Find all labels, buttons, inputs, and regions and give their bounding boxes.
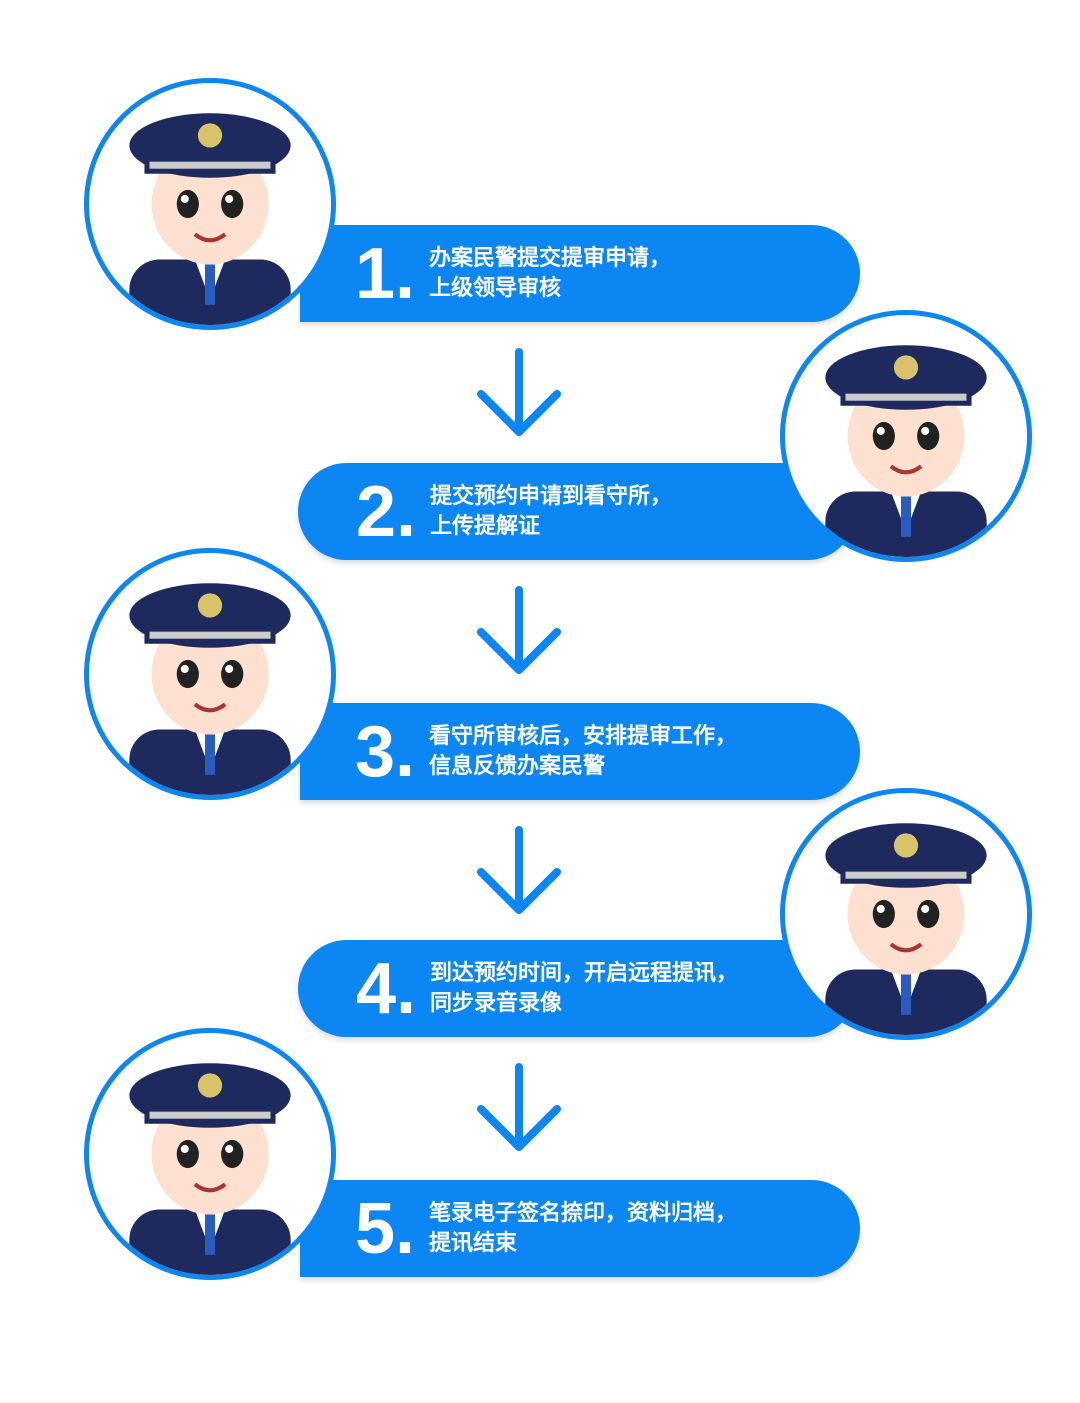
step-text: 提交预约申请到看守所， 上传提解证 bbox=[430, 482, 672, 542]
arrow-down-icon bbox=[477, 586, 561, 674]
police-officer-pointing-avatar bbox=[780, 788, 1032, 1040]
step-line-1: 笔录电子签名捺印，资料归档， bbox=[429, 1200, 738, 1226]
step-text: 办案民警提交提审申请， 上级领导审核 bbox=[429, 244, 671, 304]
step-line-1: 提交预约申请到看守所， bbox=[430, 483, 673, 509]
step-text: 看守所审核后，安排提审工作， 信息反馈办案民警 bbox=[429, 722, 737, 782]
step-line-1: 办案民警提交提审申请， bbox=[429, 245, 672, 271]
arrow-down-icon bbox=[477, 1063, 561, 1151]
step-line-1: 看守所审核后，安排提审工作， bbox=[429, 723, 738, 749]
step-number: 2. bbox=[356, 471, 417, 552]
police-officer-icon bbox=[825, 345, 987, 557]
police-officer-saluting-avatar bbox=[84, 78, 336, 330]
step-4-box: 4. 到达预约时间，开启远程提讯， 同步录音录像 bbox=[298, 940, 856, 1037]
step-line-2: 同步录音录像 bbox=[430, 990, 563, 1016]
step-line-1: 到达预约时间，开启远程提讯， bbox=[430, 960, 739, 986]
police-officer-icon bbox=[129, 583, 291, 795]
step-number: 5. bbox=[355, 1188, 416, 1269]
step-3-box: 3. 看守所审核后，安排提审工作， 信息反馈办案民警 bbox=[300, 703, 860, 800]
step-number: 4. bbox=[356, 948, 417, 1029]
step-number: 1. bbox=[355, 233, 416, 314]
arrow-down-icon bbox=[477, 348, 561, 436]
step-line-2: 上级领导审核 bbox=[429, 275, 562, 301]
police-officer-icon bbox=[129, 113, 291, 325]
step-line-2: 信息反馈办案民警 bbox=[429, 753, 606, 779]
step-1-box: 1. 办案民警提交提审申请， 上级领导审核 bbox=[300, 225, 860, 322]
police-officer-icon bbox=[825, 823, 987, 1035]
step-line-2: 提讯结束 bbox=[429, 1230, 518, 1256]
police-officer-saluting-avatar bbox=[84, 1028, 336, 1280]
police-officer-icon bbox=[129, 1063, 291, 1275]
step-5-box: 5. 笔录电子签名捺印，资料归档， 提讯结束 bbox=[300, 1180, 860, 1277]
step-text: 笔录电子签名捺印，资料归档， 提讯结束 bbox=[429, 1199, 737, 1259]
step-text: 到达预约时间，开启远程提讯， 同步录音录像 bbox=[430, 959, 738, 1019]
police-officer-ok-gesture-avatar bbox=[84, 548, 336, 800]
arrow-down-icon bbox=[477, 826, 561, 914]
step-2-box: 2. 提交预约申请到看守所， 上传提解证 bbox=[298, 463, 856, 560]
step-number: 3. bbox=[355, 711, 416, 792]
step-line-2: 上传提解证 bbox=[430, 513, 541, 539]
police-officer-pointing-avatar bbox=[780, 310, 1032, 562]
